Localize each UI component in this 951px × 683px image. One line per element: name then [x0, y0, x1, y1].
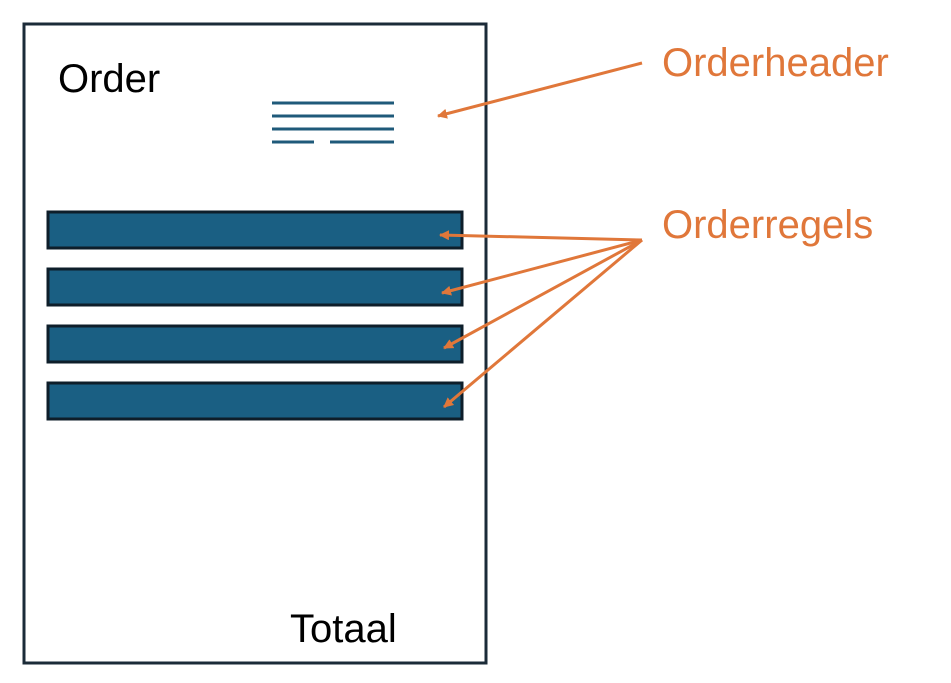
orderheader-arrow [437, 61, 643, 119]
orderregels-arrows [439, 230, 643, 409]
order-line-bar [46, 210, 464, 250]
orderregels-annotation-label: Orderregels [662, 203, 873, 247]
orderregels-arrow [443, 238, 643, 409]
orderregels-arrow [439, 230, 643, 242]
order-title: Order [58, 57, 160, 101]
order-line-bar [46, 267, 464, 307]
order-header-lines-icon [272, 101, 394, 144]
orderregels-arrow [443, 238, 643, 350]
order-line-bar [46, 381, 464, 421]
order-lines [46, 210, 464, 421]
order-total-label: Totaal [290, 607, 397, 651]
order-line-bar [46, 324, 464, 364]
orderheader-annotation-label: Orderheader [662, 41, 889, 85]
orderregels-arrow [441, 238, 643, 296]
